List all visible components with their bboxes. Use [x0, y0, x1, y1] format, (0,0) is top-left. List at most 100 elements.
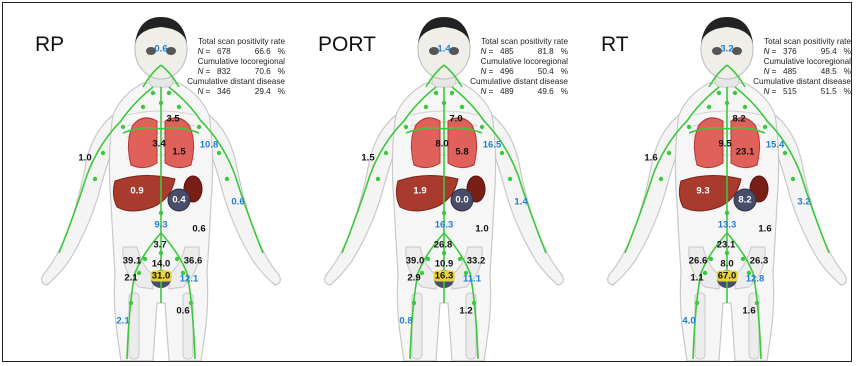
lymph-node [177, 105, 181, 109]
site-value-left-forearm: 1.4 [514, 197, 527, 208]
lymph-node [707, 105, 711, 109]
locoregional-percent: 50.4 [514, 67, 554, 77]
site-value-pelvic-bone: 1.6 [758, 224, 771, 235]
n-symbol: N [480, 47, 486, 56]
n-symbol: N [197, 87, 203, 96]
percent-sign: % [273, 67, 285, 77]
site-value-mediastinum: 8.2 [732, 114, 745, 125]
lymph-node [442, 211, 446, 215]
lymph-node [687, 125, 691, 129]
site-value-head: 0.6 [154, 44, 167, 55]
site-value-femur-l: 1.2 [459, 306, 472, 317]
n-symbol: N [480, 87, 486, 96]
distant-count: 346 [213, 87, 231, 97]
site-value-liver: 9.3 [696, 186, 709, 197]
site-value-liver: 0.9 [130, 186, 143, 197]
n-symbol: N [763, 87, 769, 96]
site-value-head: 1.4 [437, 44, 450, 55]
site-value-adrenal: 0.0 [455, 195, 468, 206]
locoregional-label: Cumulative locoregional [749, 57, 851, 67]
lymph-node [217, 151, 221, 155]
site-value-left-shoulder: 15.4 [766, 140, 785, 151]
site-value-right-lung: 5.8 [455, 147, 468, 158]
site-value-spine: 13.3 [718, 220, 737, 231]
site-value-pelvic-l: 12.1 [180, 274, 199, 285]
lymph-node [143, 257, 147, 261]
lymph-node [167, 91, 171, 95]
positivity-count: 485 [496, 47, 514, 57]
lymph-node [763, 125, 767, 129]
distant-count: 489 [496, 87, 514, 97]
left-lung [731, 118, 760, 168]
lymph-node [412, 301, 416, 305]
lymph-node [725, 101, 729, 105]
positivity-label: Total scan positivity rate [466, 37, 568, 47]
lymph-node [151, 91, 155, 95]
lymph-node [725, 211, 729, 215]
distant-label: Cumulative distant disease [749, 77, 851, 87]
locoregional-percent: 48.5 [797, 67, 837, 77]
positivity-percent: 66.6 [231, 47, 271, 57]
site-value-spine: 9.3 [154, 220, 167, 231]
lymph-node [442, 251, 446, 255]
site-value-right-arm: 1.5 [361, 153, 374, 164]
stats-block: Total scan positivity rateN = 67866.6 %C… [183, 37, 285, 97]
percent-sign: % [839, 67, 851, 77]
n-symbol: N [480, 67, 486, 76]
site-value-inguinal-r: 2.9 [407, 273, 420, 284]
n-symbol: N [197, 47, 203, 56]
site-value-prostate-bed: 67.0 [717, 271, 738, 282]
site-value-femur-r: 4.0 [682, 316, 695, 327]
lymph-node [667, 151, 671, 155]
site-value-prostate-bed: 31.0 [151, 271, 172, 282]
lymph-node [695, 301, 699, 305]
figure-frame: RPTotal scan positivity rateN = 67866.6 … [2, 2, 852, 362]
panel-title: RT [601, 33, 629, 57]
left-lung [448, 118, 477, 168]
distant-count: 515 [779, 87, 797, 97]
lymph-node [101, 151, 105, 155]
lymph-node [424, 105, 428, 109]
site-value-right-arm: 1.6 [644, 153, 657, 164]
lymph-node [434, 91, 438, 95]
locoregional-count: 485 [779, 67, 797, 77]
site-value-head: 3.2 [720, 44, 733, 55]
site-value-para-aortic: 23.1 [717, 240, 736, 251]
lymph-node [659, 177, 663, 181]
distant-label: Cumulative distant disease [466, 77, 568, 87]
n-symbol: N [763, 47, 769, 56]
lymph-node [709, 257, 713, 261]
percent-sign: % [556, 67, 568, 77]
lymph-node [442, 101, 446, 105]
n-symbol: N [763, 67, 769, 76]
panel-title: RP [35, 33, 64, 57]
site-value-common-iliac-r: 39.0 [406, 256, 425, 267]
site-value-left-lung: 8.0 [435, 139, 448, 150]
site-value-left-lung: 9.5 [718, 139, 731, 150]
positivity-percent: 81.8 [514, 47, 554, 57]
panel-rt: RT Total scan positivity rateN = 37695.4 … [569, 3, 852, 361]
site-value-pelvic-l: 11.1 [463, 274, 481, 285]
lymph-node [159, 101, 163, 105]
lymph-node [508, 177, 512, 181]
locoregional-percent: 70.6 [231, 67, 271, 77]
distant-percent: 51.5 [797, 87, 837, 97]
site-value-adrenal: 8.2 [738, 195, 751, 206]
site-value-adrenal: 0.4 [172, 195, 185, 206]
lymph-node [384, 151, 388, 155]
lymph-node [500, 151, 504, 155]
site-value-right-arm: 1.0 [78, 153, 91, 164]
positivity-label: Total scan positivity rate [749, 37, 851, 47]
distant-label: Cumulative distant disease [183, 77, 285, 87]
site-value-common-iliac-l: 26.3 [750, 256, 769, 267]
locoregional-label: Cumulative locoregional [466, 57, 568, 67]
site-value-pelvic-l: 12.8 [746, 274, 765, 285]
site-value-common-iliac-m: 14.0 [152, 259, 171, 270]
locoregional-row: N = 48548.5 % [749, 67, 851, 77]
lymph-node [460, 105, 464, 109]
lymph-node [717, 91, 721, 95]
